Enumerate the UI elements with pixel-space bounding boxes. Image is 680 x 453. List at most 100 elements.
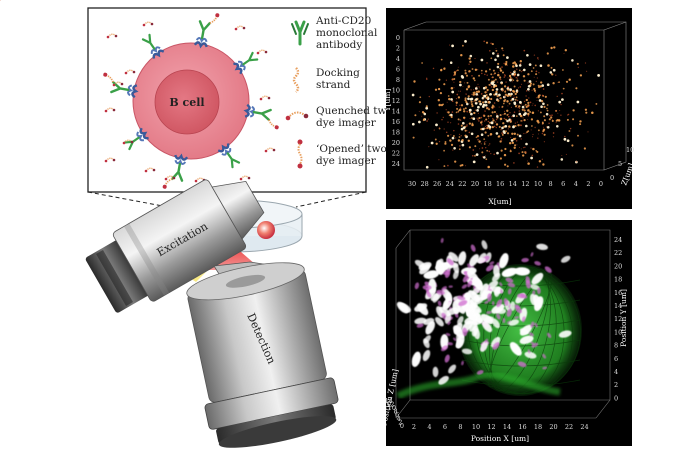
signal-blob (448, 251, 459, 262)
localization-point (477, 135, 480, 138)
localization-point (467, 139, 470, 142)
localization-point (503, 131, 506, 135)
localization-point (539, 85, 542, 88)
top-y-tick: 2 (396, 45, 400, 53)
antibody-icon (242, 51, 259, 66)
localization-point (501, 133, 504, 136)
quenched-imager (112, 81, 124, 87)
legend-antibody-line3: antibody (316, 39, 362, 51)
signal-blob (517, 361, 527, 368)
localization-point (522, 70, 524, 72)
localization-point (516, 79, 519, 82)
localization-point (533, 76, 535, 78)
localization-point (481, 151, 484, 154)
localization-point (550, 46, 553, 50)
localization-point (499, 97, 502, 100)
signal-blob (432, 366, 439, 378)
localization-point (520, 138, 522, 140)
localization-point (511, 72, 515, 76)
localization-point (584, 62, 587, 64)
top-x-tick: 26 (433, 180, 441, 188)
localization-point (462, 126, 466, 130)
localization-point (510, 99, 513, 102)
localization-point (539, 94, 541, 96)
localization-point (501, 132, 503, 134)
localization-point (541, 122, 544, 125)
localization-point (518, 105, 521, 108)
mesh-line (490, 269, 550, 391)
signal-blob (423, 270, 440, 279)
localization-point (583, 147, 587, 150)
localization-point (501, 126, 504, 130)
localization-point (481, 105, 485, 108)
localization-point (560, 114, 562, 116)
localization-point (484, 131, 487, 134)
signal-blob (521, 316, 526, 323)
localization-point (521, 108, 524, 111)
signal-blob (446, 307, 459, 316)
localization-point (475, 88, 477, 91)
localization-point (514, 92, 517, 96)
localization-point (475, 90, 479, 94)
localization-point (458, 148, 461, 151)
localization-point (459, 145, 461, 147)
localization-point (540, 81, 543, 84)
localization-point (449, 139, 452, 142)
localization-point (462, 86, 464, 88)
localization-point (466, 110, 469, 113)
localization-point (510, 119, 512, 121)
localization-point (577, 134, 579, 137)
top-x-tick: 4 (574, 180, 578, 188)
signal-blob (476, 370, 484, 375)
mesh-line (461, 339, 581, 347)
localization-point (561, 154, 563, 157)
localization-point (432, 67, 435, 70)
localization-point (476, 86, 478, 88)
bottom-x-tick: 6 (443, 423, 447, 431)
magenta-white-signal (396, 238, 572, 385)
signal-blob (411, 351, 421, 367)
signal-blob (494, 286, 501, 296)
signal-blob (560, 255, 571, 263)
localization-point (516, 73, 520, 77)
localization-point (526, 90, 528, 92)
signal-blob (447, 321, 451, 325)
localization-point (434, 138, 437, 141)
localization-point (501, 89, 504, 92)
localization-point (458, 133, 461, 136)
localization-point (412, 136, 415, 139)
localization-point (555, 110, 557, 112)
localization-point (464, 134, 467, 137)
localization-point (474, 68, 478, 71)
localization-point (484, 70, 488, 73)
localization-point (489, 84, 492, 86)
localization-point (486, 149, 489, 152)
localization-point (461, 44, 464, 47)
super-resolution-points (0, 0, 600, 169)
top-z-tick: 5 (618, 160, 622, 168)
localization-point (457, 90, 459, 92)
top-z-tick: 10 (626, 146, 634, 154)
localization-point (513, 162, 515, 164)
signal-blob (462, 327, 468, 337)
signal-blob (445, 332, 451, 337)
localization-point (537, 133, 539, 135)
signal-blob (461, 284, 468, 289)
localization-point (512, 125, 515, 128)
signal-blob (534, 261, 541, 266)
localization-point (489, 92, 492, 96)
localization-point (490, 152, 492, 155)
localization-point (459, 83, 462, 87)
localization-point (568, 78, 571, 81)
localization-point (474, 145, 477, 148)
signal-blob (530, 284, 540, 290)
localization-point (452, 135, 455, 137)
signal-blob (546, 332, 552, 339)
signal-blob (414, 282, 420, 290)
signal-blob (473, 327, 480, 340)
bottom-x-tick: 12 (487, 423, 495, 431)
localization-point (516, 99, 519, 102)
localization-point (563, 137, 567, 141)
signal-blob (499, 253, 509, 269)
localization-point (444, 142, 447, 145)
